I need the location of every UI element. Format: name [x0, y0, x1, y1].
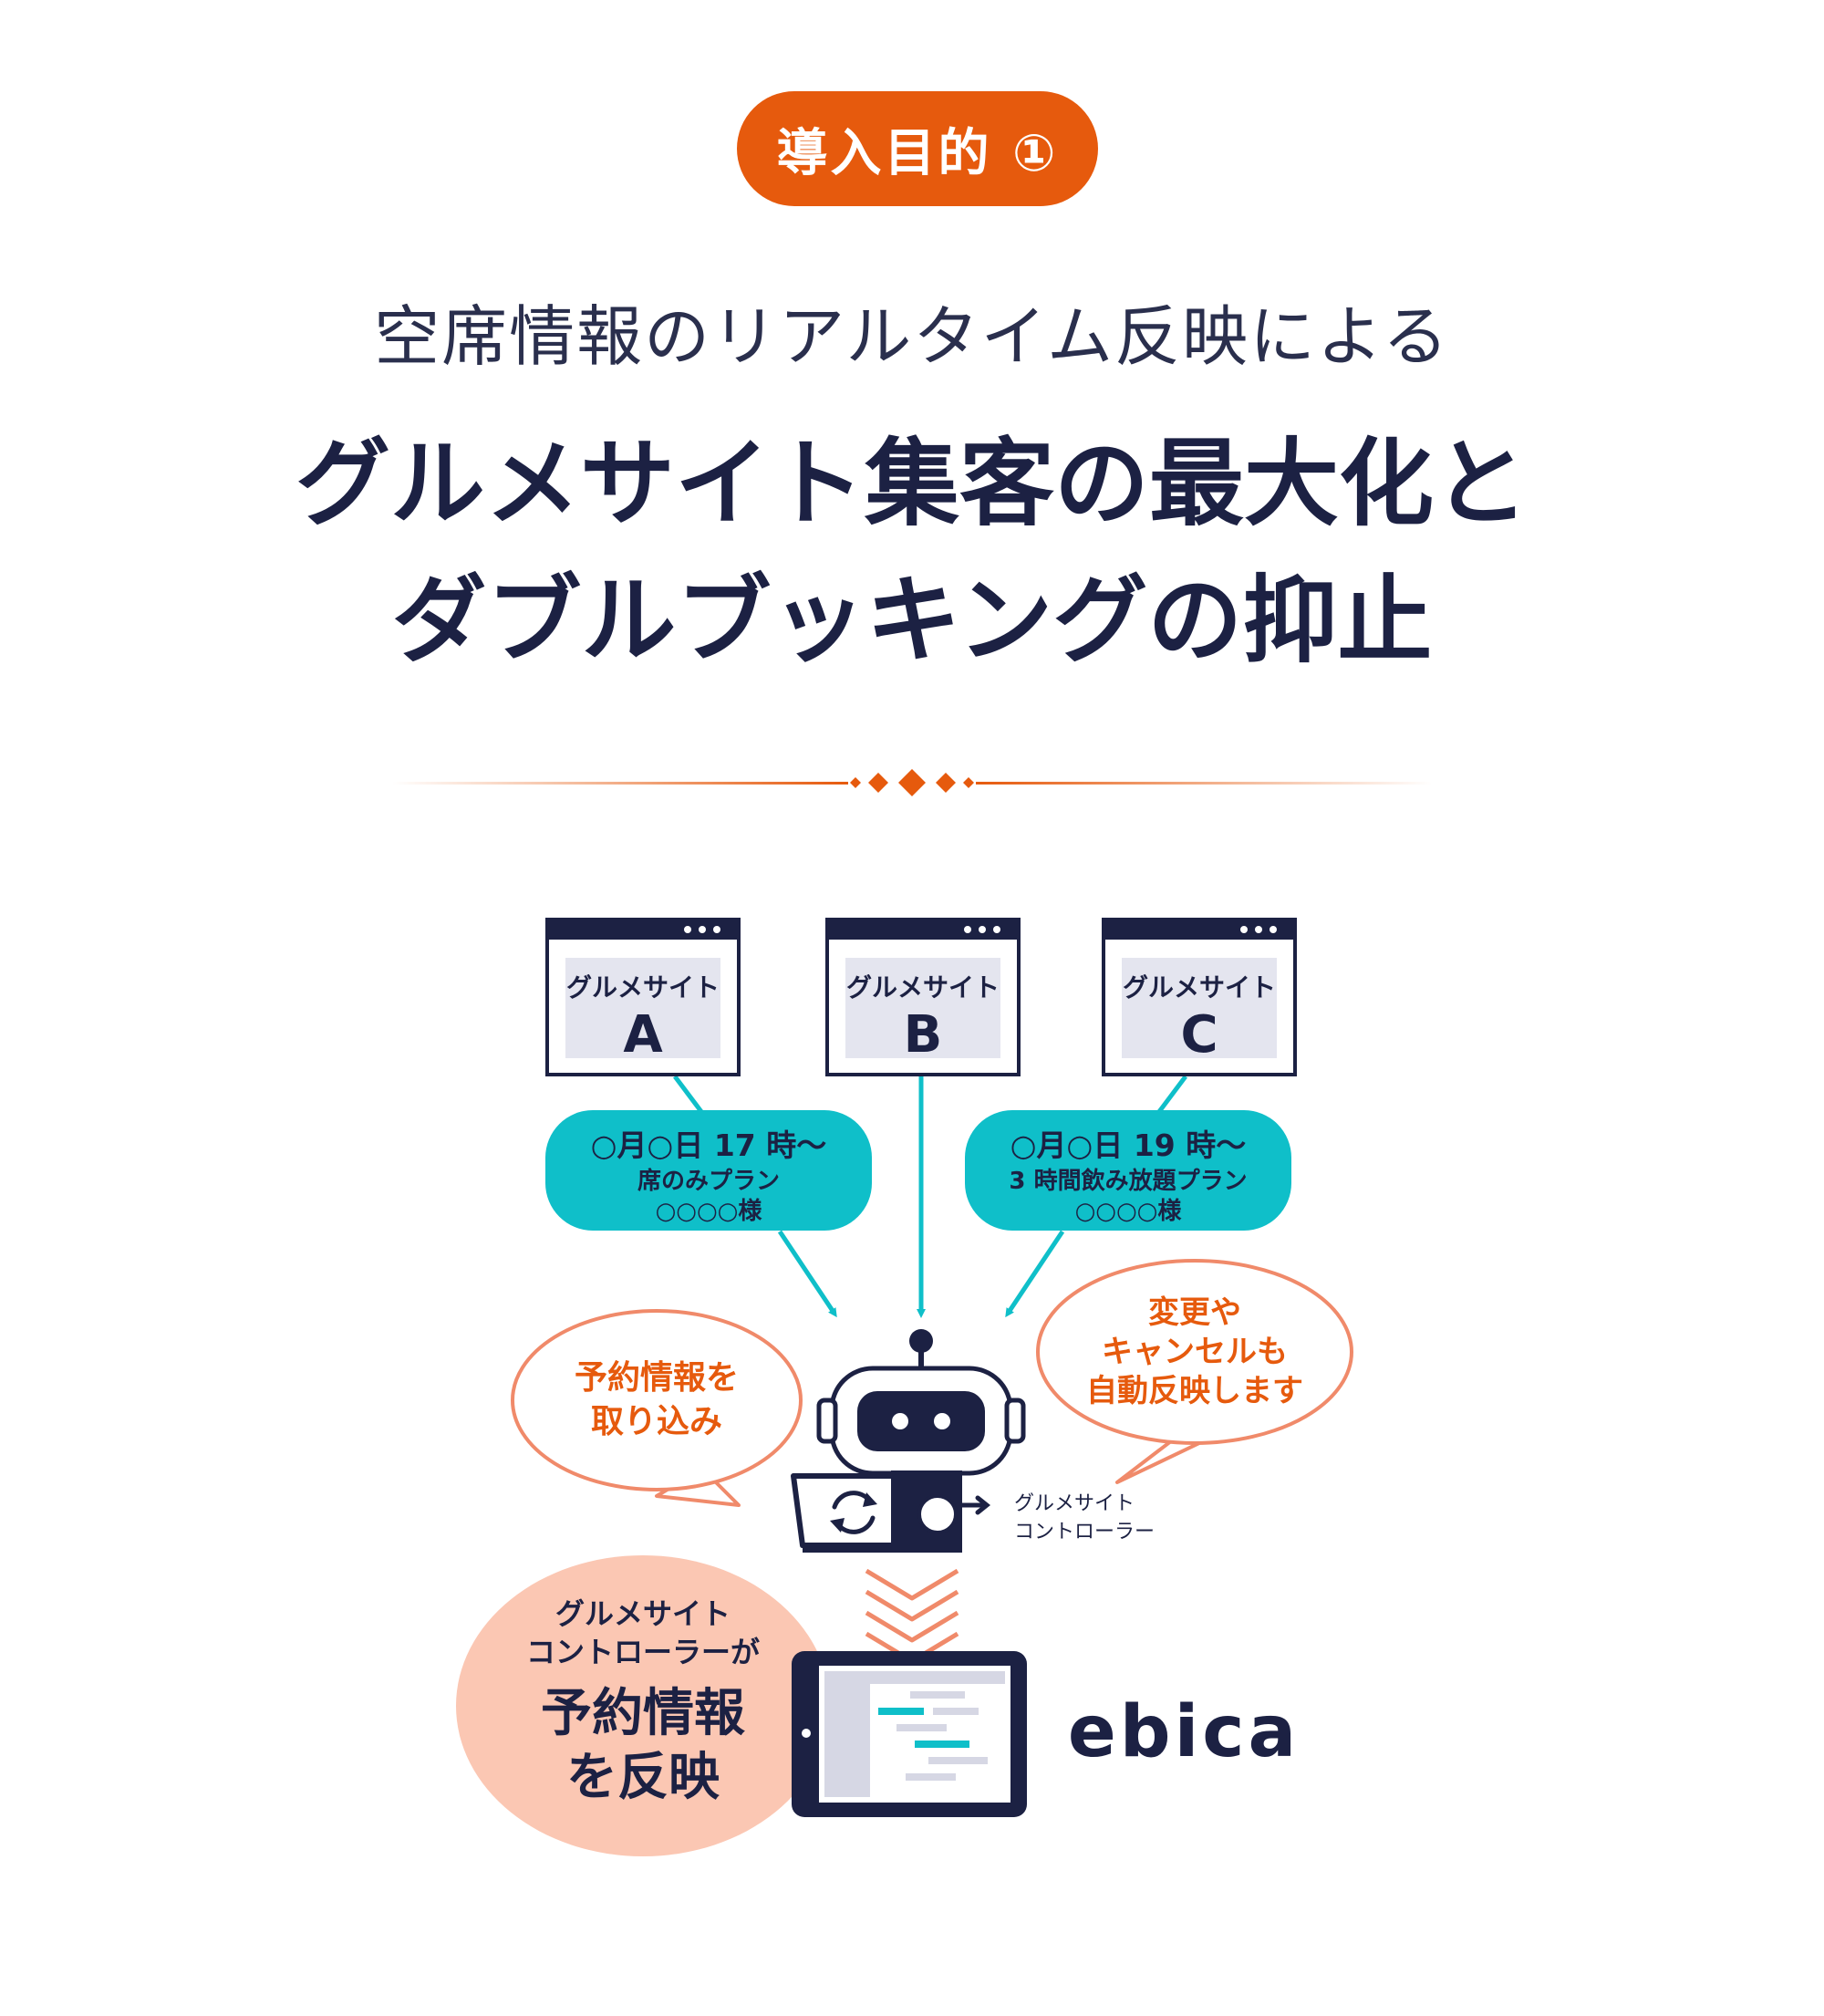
robot-icon [816, 1329, 1026, 1476]
site-b-letter: B [904, 1005, 943, 1065]
connector-a [673, 1075, 704, 1115]
page-title-line-2: ダブルブッキングの抑止 [391, 565, 1433, 676]
import-speech-bubble: 予約情報を 取り込み [511, 1309, 803, 1507]
arrow-a-to-controller [777, 1230, 837, 1318]
sync-icon [830, 1491, 877, 1534]
diamond-ornament [963, 777, 974, 788]
diamond-ornament [936, 773, 956, 793]
site-b-label: グルメサイト [846, 972, 1000, 1003]
arrow-c-to-controller [1005, 1230, 1065, 1318]
result-bubble: グルメサイト コントローラーが 予約情報 を反映 [456, 1555, 830, 1856]
page-title-line-1: グルメサイト集客の最大化と [295, 428, 1529, 539]
diamond-ornament [850, 777, 861, 788]
site-c-label: グルメサイト [1123, 972, 1276, 1003]
reservation-pill-a: ○月○日 17 時〜 席のみプラン ○○○○様 [545, 1110, 872, 1231]
diamond-ornament [898, 769, 926, 796]
auto-sync-line-3: 自動反映します [1086, 1373, 1303, 1409]
auto-sync-speech-bubble: 変更や キャンセルも 自動反映します [1036, 1259, 1353, 1484]
controller-label-line-1: グルメサイト [1014, 1492, 1135, 1515]
ebica-tablet-icon [792, 1651, 1027, 1817]
ornament-divider [392, 769, 1432, 796]
result-line-2: コントローラーが [526, 1635, 760, 1669]
result-line-3: 予約情報 [541, 1684, 745, 1743]
site-c-letter: C [1180, 1005, 1218, 1065]
reservation-a-datetime: ○月○日 17 時〜 [591, 1128, 827, 1163]
site-window-a: グルメサイト A [545, 918, 741, 1076]
down-chevrons-icon [865, 1568, 959, 1664]
auto-sync-line-1: 変更や [1148, 1294, 1241, 1331]
import-bubble-line-2: 取り込み [591, 1403, 722, 1440]
site-a-label: グルメサイト [566, 972, 720, 1003]
site-window-b: グルメサイト B [825, 918, 1021, 1076]
ebica-logo: ebica [1068, 1691, 1300, 1773]
purpose-badge: 導入目的 ① [737, 91, 1098, 206]
reservation-a-guest: ○○○○様 [656, 1197, 763, 1225]
site-window-c: グルメサイト C [1102, 918, 1297, 1076]
page-subtitle: 空席情報のリアルタイム反映による [374, 298, 1450, 375]
import-bubble-line-1: 予約情報を [575, 1359, 739, 1397]
reservation-a-plan: 席のみプラン [637, 1167, 780, 1195]
result-line-1: グルメサイト [555, 1596, 731, 1631]
auto-sync-line-2: キャンセルも [1102, 1334, 1288, 1370]
page-title: グルメサイト集客の最大化と ダブルブッキングの抑止 [0, 415, 1824, 689]
controller-laptop-icon [791, 1470, 991, 1553]
controller-label-line-2: コントローラー [1014, 1521, 1155, 1543]
reservation-c-plan: 3 時間飲み放題プラン [1009, 1167, 1247, 1195]
diamond-ornament [868, 773, 888, 793]
reservation-c-datetime: ○月○日 19 時〜 [1010, 1128, 1247, 1163]
site-a-letter: A [623, 1005, 663, 1065]
reservation-pill-c: ○月○日 19 時〜 3 時間飲み放題プラン ○○○○様 [965, 1110, 1291, 1231]
result-line-4: を反映 [566, 1748, 720, 1807]
reservation-c-guest: ○○○○様 [1075, 1197, 1183, 1225]
connector-c [1156, 1075, 1187, 1115]
